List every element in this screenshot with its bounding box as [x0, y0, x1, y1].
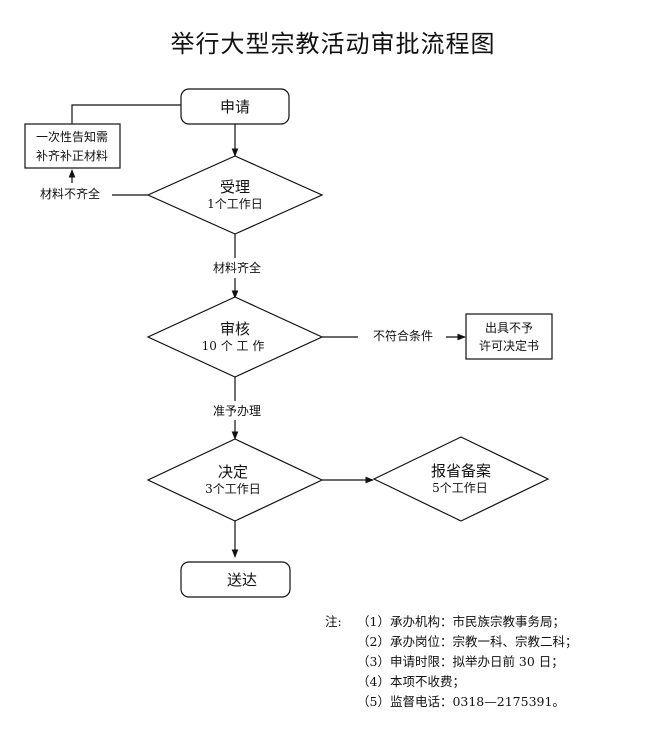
- supplement-to-apply-line: [71, 104, 181, 124]
- supplement-box: [24, 123, 121, 169]
- note-row: （2）承办岗位：宗教一科、宗教二科；: [325, 632, 577, 652]
- reject-label-1: 出具不予: [485, 321, 533, 335]
- decide-title: 决定: [218, 463, 248, 481]
- note-row: 注: （1）承办机构：市民族宗教事务局；: [325, 612, 577, 632]
- apply-label: 申请: [220, 98, 250, 116]
- report-diamond: [372, 436, 550, 522]
- review-title: 审核: [220, 320, 250, 338]
- decide-days: 3个工作日: [205, 482, 261, 496]
- reject-label-2: 许可决定书: [479, 338, 539, 353]
- note-item: （5）监督电话：0318—2175391。: [357, 694, 565, 709]
- note-row: （5）监督电话：0318—2175391。: [325, 692, 577, 712]
- supplement-label-2: 补齐补正材料: [36, 148, 108, 163]
- chart-title: 举行大型宗教活动审批流程图: [170, 30, 496, 58]
- notes: 注: （1）承办机构：市民族宗教事务局； （2）承办岗位：宗教一科、宗教二科； …: [325, 612, 577, 712]
- incomplete-label: 材料不齐全: [40, 186, 100, 201]
- accept-days: 1个工作日: [207, 197, 263, 211]
- notes-label: 注:: [325, 614, 342, 629]
- note-row: （3）申请时限：拟举办日前 30 日；: [325, 652, 577, 672]
- note-item: （3）申请时限：拟举办日前 30 日；: [357, 654, 564, 669]
- review-days: 10 个 工 作: [202, 339, 265, 353]
- not-qualified-label: 不符合条件: [373, 328, 433, 343]
- deliver-label: 送达: [227, 571, 257, 589]
- note-item: （4）本项不收费；: [357, 674, 465, 689]
- deliver-box: [180, 561, 291, 598]
- approve-label: 准予办理: [213, 403, 261, 418]
- accept-title: 受理: [220, 178, 250, 196]
- report-days: 5个工作日: [432, 481, 488, 495]
- note-item: （1）承办机构：市民族宗教事务局；: [357, 614, 565, 629]
- complete-label: 材料齐全: [213, 260, 261, 275]
- reject-box: [465, 313, 553, 360]
- note-item: （2）承办岗位：宗教一科、宗教二科；: [357, 634, 578, 649]
- supplement-label-1: 一次性告知需: [36, 130, 108, 144]
- report-title: 报省备案: [431, 462, 491, 480]
- note-row: （4）本项不收费；: [325, 672, 577, 692]
